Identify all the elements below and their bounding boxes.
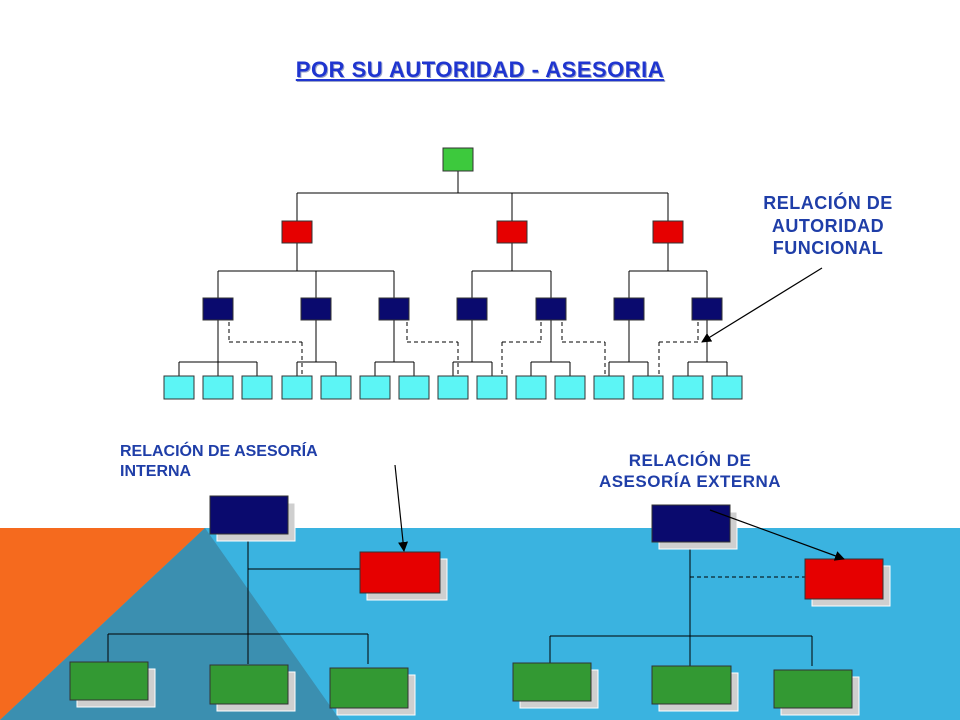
label-line: AUTORIDAD <box>771 215 885 236</box>
label-asesoria-externa: RELACIÓN DE ASESORÍA EXTERNA <box>560 450 820 493</box>
label-line: RELACIÓN DE ASESORÍA <box>120 443 318 460</box>
cyan-box <box>398 375 430 400</box>
box-shadows <box>76 502 891 716</box>
navy-box <box>613 297 645 321</box>
cyan-box <box>593 375 625 400</box>
pointer-arrow <box>394 464 409 552</box>
cyan-box <box>515 375 547 400</box>
cyan-box <box>163 375 195 400</box>
cyan-box <box>281 375 313 400</box>
label-autoridad-funcional: RELACIÓN DE AUTORIDAD FUNCIONAL <box>728 192 928 260</box>
advisor-box-externa <box>804 558 884 600</box>
cyan-box <box>672 375 704 400</box>
advisor-box-interna <box>359 551 441 594</box>
manager-box-interna <box>209 495 289 535</box>
staff-box <box>651 665 732 705</box>
navy-box <box>535 297 567 321</box>
pointer-arrow <box>701 267 823 343</box>
navy-box <box>378 297 410 321</box>
staff-box <box>69 661 149 701</box>
staff-box <box>773 669 853 709</box>
red-box <box>496 220 528 244</box>
label-line: ASESORÍA EXTERNA <box>598 472 782 492</box>
red-box <box>281 220 313 244</box>
org-boxes <box>69 147 884 709</box>
cyan-box <box>437 375 469 400</box>
staff-box <box>512 662 592 702</box>
label-asesoria-interna: RELACIÓN DE ASESORÍA INTERNA <box>120 442 400 482</box>
navy-box <box>456 297 488 321</box>
cyan-box <box>632 375 664 400</box>
cyan-box <box>711 375 743 400</box>
cyan-box <box>320 375 352 400</box>
pointer-arrow <box>709 509 845 561</box>
top-box <box>442 147 474 172</box>
navy-box <box>691 297 723 321</box>
connector-lines <box>107 171 813 666</box>
navy-box <box>202 297 234 321</box>
label-line: FUNCIONAL <box>772 238 884 258</box>
label-line: RELACIÓN DE <box>763 193 893 213</box>
manager-box-externa <box>651 504 731 543</box>
cyan-box <box>241 375 273 400</box>
label-line: INTERNA <box>120 463 192 480</box>
staff-box <box>209 664 289 705</box>
cyan-box <box>554 375 586 400</box>
cyan-box <box>202 375 234 400</box>
staff-box <box>329 667 409 709</box>
label-line: RELACIÓN DE <box>628 451 752 470</box>
navy-box <box>300 297 332 321</box>
cyan-box <box>359 375 391 400</box>
red-box <box>652 220 684 244</box>
page-title: POR SU AUTORIDAD - ASESORIA <box>295 57 665 82</box>
cyan-box <box>476 375 508 400</box>
